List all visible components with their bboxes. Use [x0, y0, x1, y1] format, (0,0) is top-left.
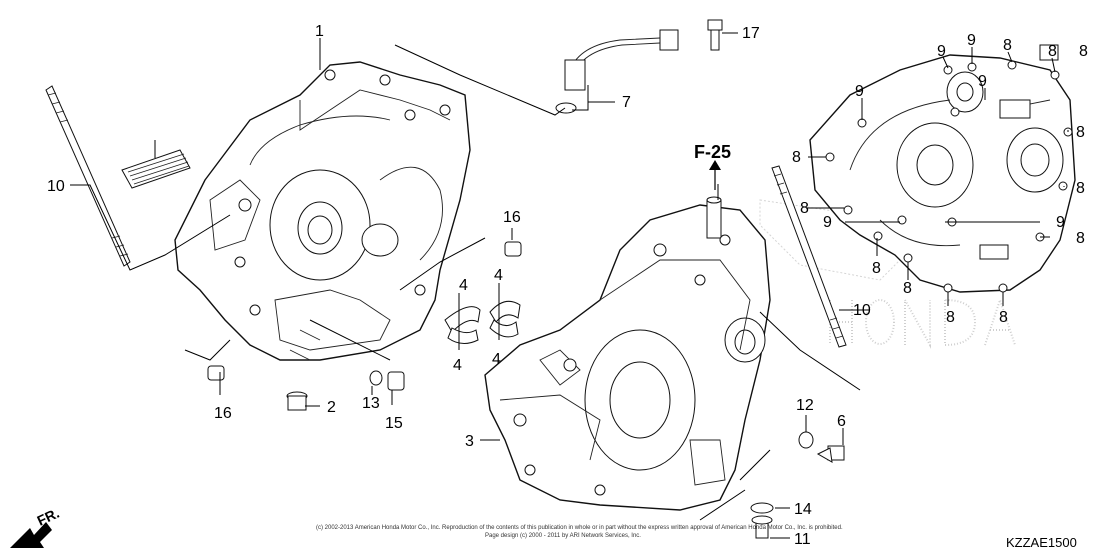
callout-8-g: 8 [1076, 230, 1085, 247]
callout-16-upper: 16 [503, 209, 521, 226]
callout-9-e: 9 [823, 214, 832, 231]
diagram-ref-code: KZZAE1500 [1006, 535, 1077, 550]
copyright-line-1: (c) 2002-2013 American Honda Motor Co., … [316, 525, 843, 531]
left-crankcase [174, 61, 471, 361]
callout-14: 14 [794, 501, 812, 518]
leader-lines [70, 32, 1069, 539]
speed-sensor [555, 29, 679, 114]
washer-14 [750, 502, 774, 514]
bearing-halves [444, 300, 521, 344]
callout-13: 13 [362, 395, 380, 412]
section-ref-arrow [709, 160, 721, 190]
copyright-line-2: Page design (c) 2000 - 2011 by ARI Netwo… [485, 533, 641, 539]
callout-16-lower: 16 [214, 405, 232, 422]
callout-8-b: 8 [1048, 43, 1057, 60]
callout-8-e: 8 [1076, 180, 1085, 197]
callout-17: 17 [742, 25, 760, 42]
callout-10-right: 10 [853, 302, 871, 319]
callout-12: 12 [796, 397, 814, 414]
callout-8-f: 8 [800, 200, 809, 217]
collar-15 [387, 371, 405, 391]
crankcase-inner-view [809, 44, 1076, 293]
callout-9-c: 9 [967, 32, 976, 49]
neutral-switch [816, 445, 845, 463]
callout-10-left: 10 [47, 178, 65, 195]
drain-plug [286, 391, 308, 411]
o-ring-13 [369, 370, 383, 386]
right-crankcase [484, 196, 771, 511]
callout-4-d: 4 [492, 351, 501, 368]
front-direction-arrow-icon [10, 522, 52, 548]
callout-3: 3 [465, 433, 474, 450]
callout-8-c: 8 [1076, 124, 1085, 141]
callout-9-a: 9 [855, 83, 864, 100]
stud-bolt-left [45, 85, 131, 267]
front-direction-label: FR. [35, 505, 62, 529]
callout-2: 2 [327, 399, 336, 416]
callout-8-l: 8 [1079, 43, 1088, 60]
callout-4-b: 4 [494, 267, 503, 284]
section-ref-label: F-25 [694, 142, 731, 162]
dowel-pin-upper [504, 241, 522, 257]
callout-9-f: 9 [1056, 214, 1065, 231]
callout-1: 1 [315, 23, 324, 40]
callout-9-d: 9 [978, 73, 987, 90]
callout-4-c: 4 [453, 357, 462, 374]
bolt-holes [825, 60, 1073, 293]
callout-8-a: 8 [1003, 37, 1012, 54]
callout-8-d: 8 [792, 149, 801, 166]
callout-7: 7 [622, 94, 631, 111]
washer-12 [798, 431, 814, 449]
bolt-11 [751, 515, 773, 539]
oil-strainer-screen [121, 149, 191, 189]
callout-8-h: 8 [872, 260, 881, 277]
callout-11: 11 [794, 531, 811, 548]
callout-labels: 1 10 17 7 16 4 4 4 4 16 2 13 15 3 12 6 1… [35, 23, 1088, 550]
stud-bolt-right [771, 165, 847, 348]
bolt-17 [707, 19, 723, 51]
callout-4-a: 4 [459, 277, 468, 294]
dowel-pin-lower [207, 365, 225, 381]
callout-8-k: 8 [999, 309, 1008, 326]
callout-8-j: 8 [946, 309, 955, 326]
callout-9-b: 9 [937, 43, 946, 60]
callout-15: 15 [385, 415, 403, 432]
callout-6: 6 [837, 413, 846, 430]
callout-8-i: 8 [903, 280, 912, 297]
